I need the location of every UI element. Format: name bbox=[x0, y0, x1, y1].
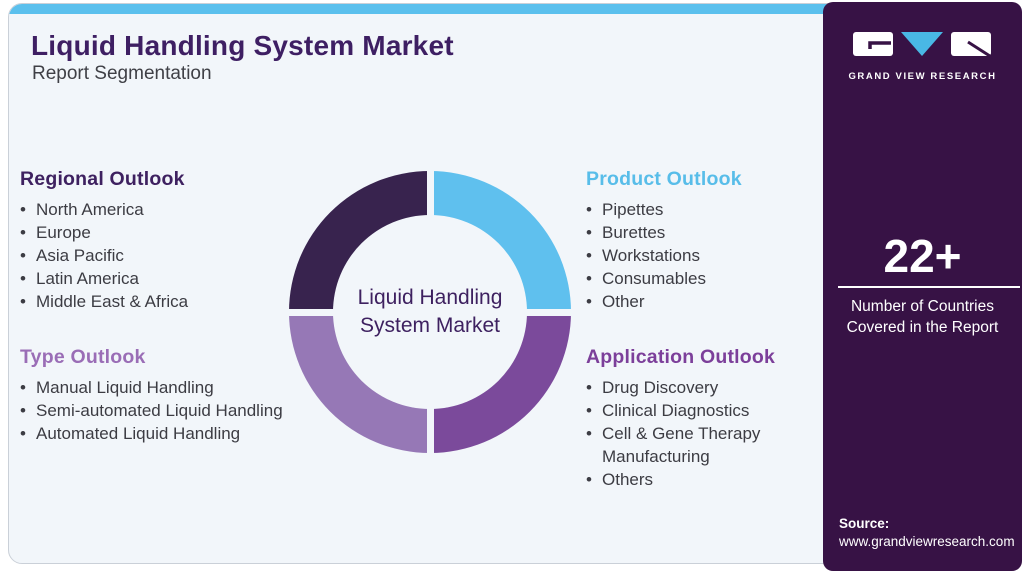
source-block: Source: www.grandviewresearch.com bbox=[839, 515, 1015, 551]
donut-center-label: Liquid Handling System Market bbox=[289, 171, 571, 453]
list-item: Europe bbox=[20, 221, 320, 244]
segmentation-donut-chart: Liquid Handling System Market bbox=[289, 171, 571, 453]
stat-caption: Number of Countries Covered in the Repor… bbox=[846, 298, 999, 336]
source-label: Source: bbox=[839, 516, 890, 531]
brand-sidebar: GRAND VIEW RESEARCH 22+ Number of Countr… bbox=[823, 2, 1022, 571]
stat-divider bbox=[838, 286, 1020, 288]
list-item: Manual Liquid Handling bbox=[20, 376, 350, 399]
section-type-outlook: Type Outlook Manual Liquid Handling Semi… bbox=[20, 346, 350, 445]
list-item: Middle East & Africa bbox=[20, 290, 320, 313]
section-heading: Type Outlook bbox=[20, 346, 146, 368]
top-accent-bar bbox=[9, 4, 1020, 14]
list-item: Cell & Gene Therapy Manufacturing bbox=[586, 422, 798, 468]
brand-name: GRAND VIEW RESEARCH bbox=[848, 71, 997, 82]
list-item: Consumables bbox=[586, 267, 811, 290]
list-item: North America bbox=[20, 198, 320, 221]
section-list: Manual Liquid Handling Semi-automated Li… bbox=[20, 376, 350, 445]
list-item: Latin America bbox=[20, 267, 320, 290]
list-item: Pipettes bbox=[586, 198, 811, 221]
list-item: Others bbox=[586, 468, 798, 491]
list-item: Automated Liquid Handling bbox=[20, 422, 350, 445]
section-application-outlook: Application Outlook Drug Discovery Clini… bbox=[586, 346, 798, 491]
countries-stat: 22+ Number of Countries Covered in the R… bbox=[823, 232, 1022, 338]
donut-center-line2: System Market bbox=[359, 314, 501, 337]
gvr-logo-icon bbox=[823, 29, 1022, 64]
source-url[interactable]: www.grandviewresearch.com bbox=[839, 534, 1015, 549]
list-item: Burettes bbox=[586, 221, 811, 244]
page-subtitle: Report Segmentation bbox=[32, 63, 212, 84]
section-list: Pipettes Burettes Workstations Consumabl… bbox=[586, 198, 811, 313]
stat-value: 22+ bbox=[883, 230, 962, 282]
section-heading: Regional Outlook bbox=[20, 168, 185, 190]
list-item: Asia Pacific bbox=[20, 244, 320, 267]
section-product-outlook: Product Outlook Pipettes Burettes Workst… bbox=[586, 168, 811, 313]
section-regional-outlook: Regional Outlook North America Europe As… bbox=[20, 168, 320, 313]
donut-hole bbox=[333, 215, 527, 409]
list-item: Other bbox=[586, 290, 811, 313]
section-list: North America Europe Asia Pacific Latin … bbox=[20, 198, 320, 313]
section-heading: Application Outlook bbox=[586, 346, 776, 368]
list-item: Semi-automated Liquid Handling bbox=[20, 399, 350, 422]
list-item: Workstations bbox=[586, 244, 811, 267]
section-list: Drug Discovery Clinical Diagnostics Cell… bbox=[586, 376, 798, 491]
list-item: Clinical Diagnostics bbox=[586, 399, 798, 422]
section-heading: Product Outlook bbox=[586, 168, 742, 190]
page-title: Liquid Handling System Market bbox=[31, 30, 454, 61]
donut-center-line1: Liquid Handling bbox=[357, 286, 503, 309]
list-item: Drug Discovery bbox=[586, 376, 798, 399]
